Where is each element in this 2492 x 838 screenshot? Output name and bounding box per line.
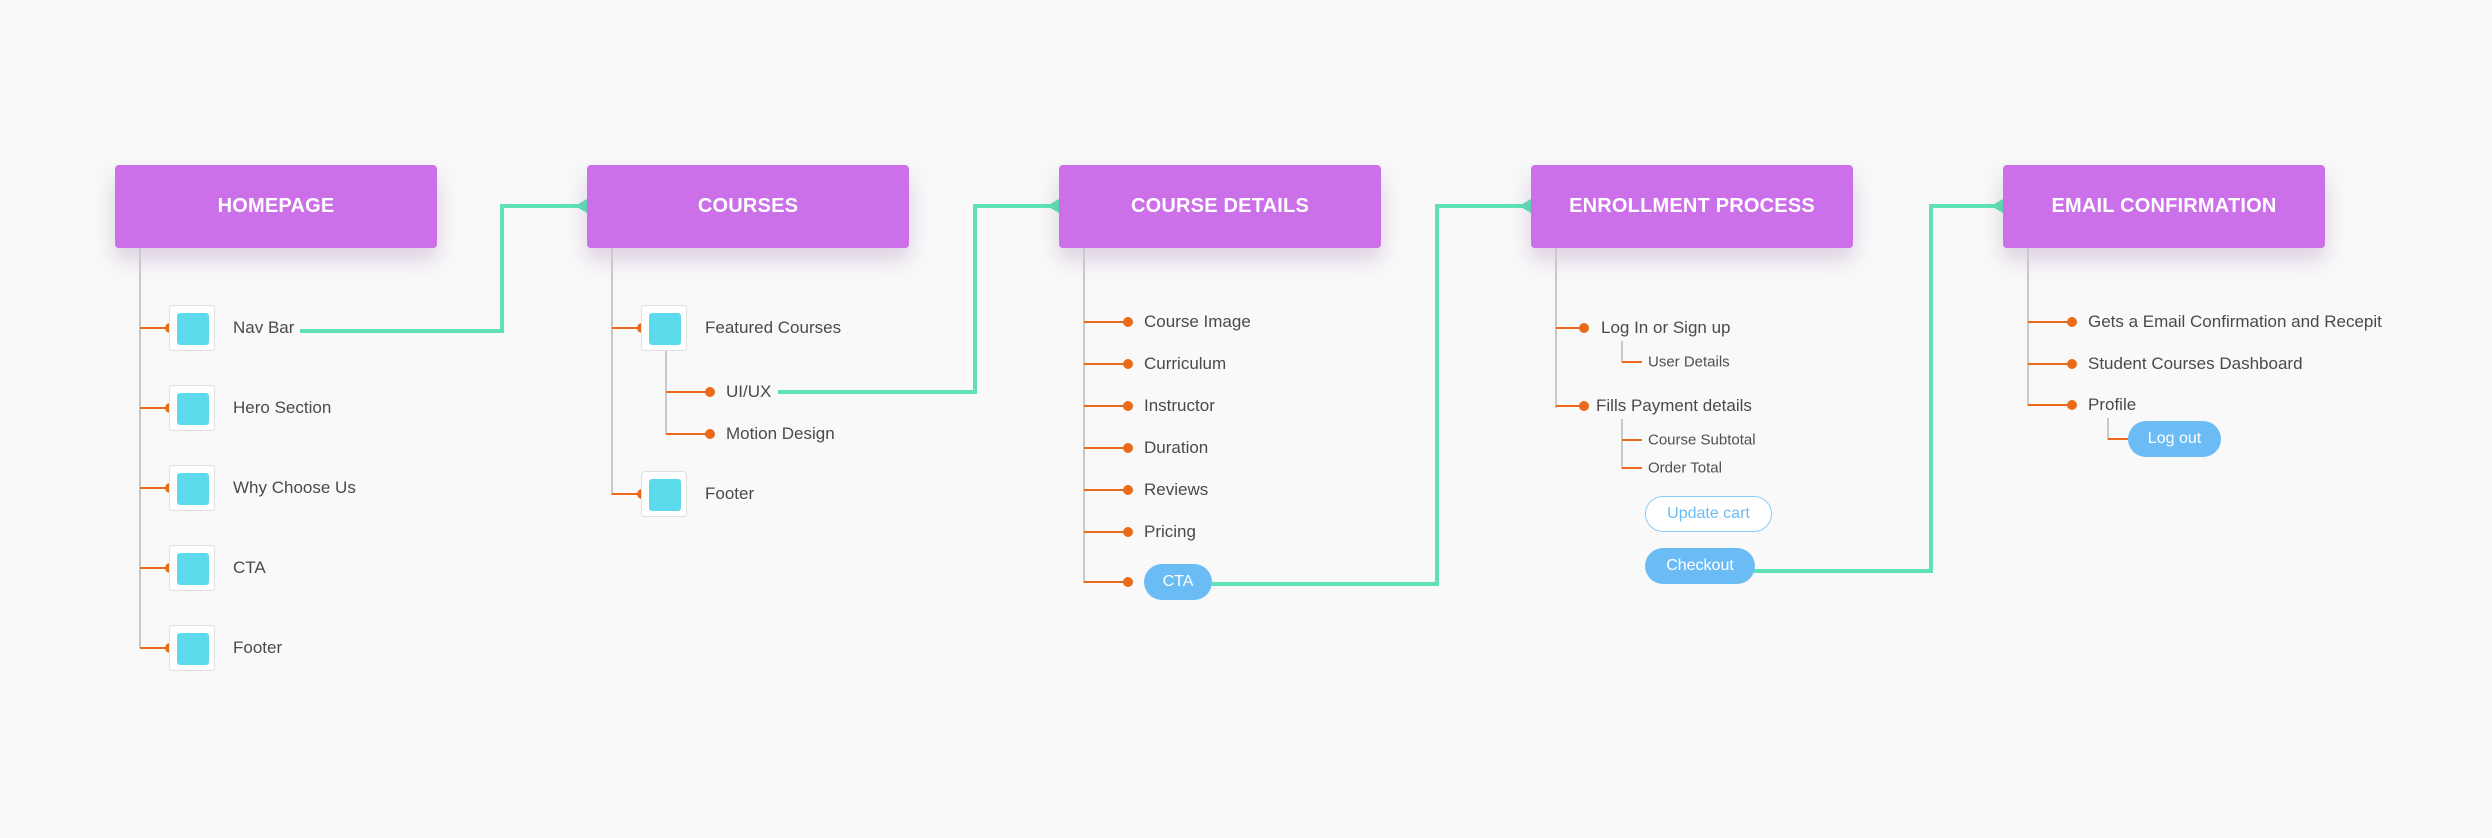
branch-line [2028,321,2072,323]
trunk-email [2027,248,2029,406]
sub-trunk-profile [2107,418,2109,440]
log-out-button[interactable]: Log out [2128,421,2221,457]
trunk-course-details [1083,248,1085,583]
item-cta: CTA [233,558,266,577]
branch-line [612,327,642,329]
item-ui-ux: UI/UX [726,382,772,401]
branch-line [666,391,710,393]
branch-line [2108,438,2130,440]
footer-icon [641,471,687,517]
branch-line [1556,327,1584,329]
header-email-confirmation[interactable]: EMAIL CONFIRMATION [2003,165,2325,248]
hero-section-icon [169,385,215,431]
item-hero-section: Hero Section [233,398,332,417]
why-choose-us-icon [169,465,215,511]
header-course-details[interactable]: COURSE DETAILS [1059,165,1381,248]
checkout-button[interactable]: Checkout [1645,548,1755,584]
item-course-subtotal: Course Subtotal [1648,431,1756,449]
branch-dot [1123,359,1133,369]
branch-line [1084,581,1128,583]
nav-bar-icon [169,305,215,351]
connector-arrow-email [1991,199,2003,213]
branch-line [1084,405,1128,407]
branch-line [140,487,170,489]
item-profile: Profile [2088,395,2137,414]
connector-arrow-enrollment [1519,199,1531,213]
branch-line [1622,439,1642,441]
connector-details-enrollment [1212,204,1525,586]
item-student-courses-dashboard: Student Courses Dashboard [2088,354,2303,373]
item-user-details: User Details [1648,353,1730,371]
branch-line [1622,467,1642,469]
item-course-image: Course Image [1144,312,1251,331]
item-reviews: Reviews [1144,480,1209,499]
sub-trunk-login [1621,341,1623,363]
cta-icon [169,545,215,591]
branch-dot [1123,485,1133,495]
branch-line [612,493,642,495]
connector-arrow-courses [575,199,587,213]
branch-line [1622,361,1642,363]
branch-line [140,407,170,409]
sub-trunk-payment [1621,419,1623,469]
branch-line [1084,321,1128,323]
connector-homepage-courses [300,204,581,333]
connector-courses-details [778,204,1053,394]
branch-dot [1123,317,1133,327]
branch-dot [2067,359,2077,369]
branch-line [140,567,170,569]
branch-dot [1123,401,1133,411]
item-duration: Duration [1144,438,1209,457]
item-nav-bar: Nav Bar [233,318,295,337]
connector-arrow-details [1047,199,1059,213]
item-fills-payment-details: Fills Payment details [1596,396,1752,415]
footer-icon [169,625,215,671]
cta-button[interactable]: CTA [1144,564,1212,600]
branch-dot [705,387,715,397]
branch-dot [1579,401,1589,411]
item-featured-courses: Featured Courses [705,318,842,337]
item-footer: Footer [233,638,283,657]
trunk-homepage [139,248,141,648]
item-motion-design: Motion Design [726,424,835,443]
branch-line [1556,405,1584,407]
item-order-total: Order Total [1648,459,1722,477]
update-cart-button[interactable]: Update cart [1645,496,1772,532]
branch-dot [1579,323,1589,333]
item-instructor: Instructor [1144,396,1215,415]
branch-dot [1123,527,1133,537]
header-courses[interactable]: COURSES [587,165,909,248]
header-enrollment-process[interactable]: ENROLLMENT PROCESS [1531,165,1853,248]
item-curriculum: Curriculum [1144,354,1227,373]
branch-line [1084,531,1128,533]
branch-dot [2067,400,2077,410]
item-email-confirmation-receipt: Gets a Email Confirmation and Recepit [2088,312,2382,331]
item-why-choose-us: Why Choose Us [233,478,356,497]
item-pricing: Pricing [1144,522,1196,541]
connector-enrollment-email [1754,204,1997,573]
branch-line [666,433,710,435]
branch-dot [2067,317,2077,327]
branch-line [1084,447,1128,449]
branch-dot [705,429,715,439]
branch-line [140,327,170,329]
branch-line [2028,363,2072,365]
branch-line [1084,363,1128,365]
item-log-in-sign-up: Log In or Sign up [1601,318,1731,337]
branch-line [2028,404,2072,406]
branch-dot [1123,443,1133,453]
item-footer: Footer [705,484,755,503]
featured-courses-icon [641,305,687,351]
trunk-courses [611,248,613,495]
branch-dot [1123,577,1133,587]
header-homepage[interactable]: HOMEPAGE [115,165,437,248]
branch-line [1084,489,1128,491]
branch-line [140,647,170,649]
